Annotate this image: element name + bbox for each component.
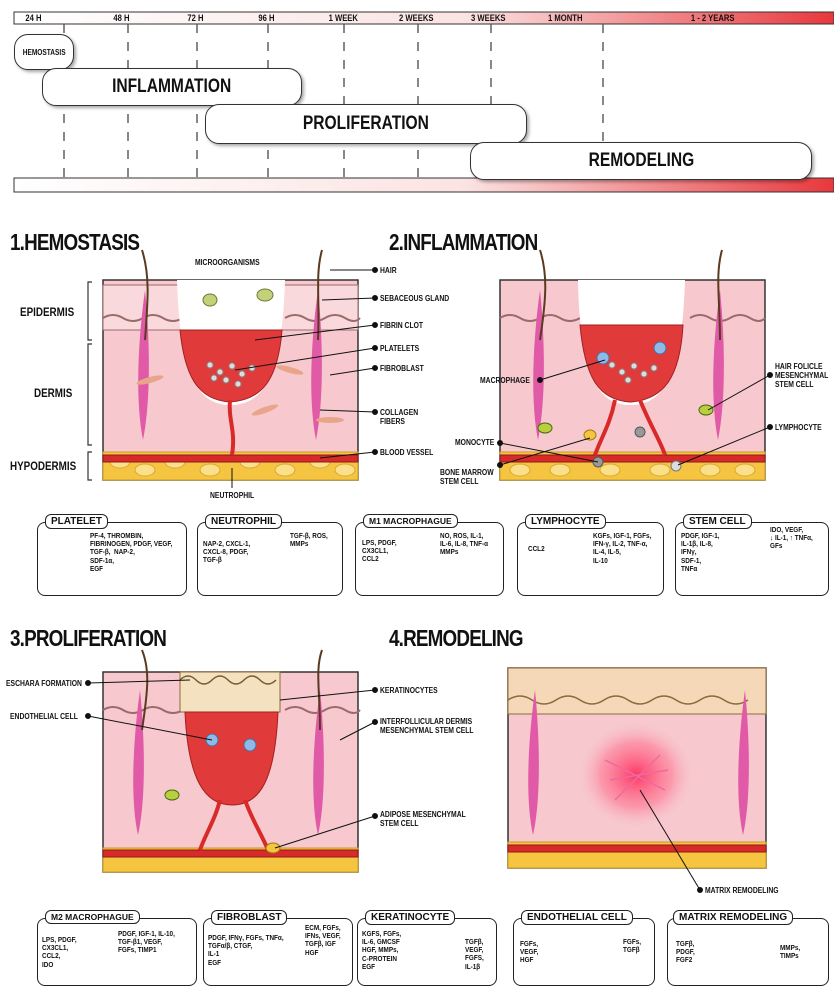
- card-matrix-remodeling-left: TGFβ, PDGF, FGF2: [676, 940, 695, 965]
- card-endothelial-cell-title: ENDOTHELIAL CELL: [521, 910, 633, 925]
- card-keratinocyte-title: KERATINOCYTE: [365, 910, 455, 925]
- label-hair-follicle-stem-cell: HAIR FOLICLE MESENCHYMAL STEM CELL: [775, 362, 828, 389]
- label-monocyte: MONOCYTE: [455, 438, 494, 447]
- inflammation-skin-block: [498, 250, 773, 480]
- card-neutrophil-title: NEUTROPHIL: [205, 514, 282, 529]
- label-hypodermis: HYPODERMIS: [10, 459, 76, 473]
- label-bone-marrow-stem-cell: BONE MARROW STEM CELL: [440, 468, 494, 486]
- card-platelet-right: PF-4, THROMBIN, FIBRINOGEN, PDGF, VEGF, …: [90, 532, 172, 573]
- card-endothelial-cell-left: FGFs, VEGF, HGF: [520, 940, 538, 965]
- label-interfollicular-stem-cell: INTERFOLLICULAR DERMIS MESENCHYMAL STEM …: [380, 717, 474, 735]
- remodeling-skin-block: [508, 668, 766, 893]
- label-dermis: DERMIS: [34, 386, 72, 400]
- card-lymphocyte-left: CCL2: [528, 545, 545, 553]
- card-m1-macrophage-right: NO, ROS, IL-1, IL-6, IL-8, TNF-α MMPs: [440, 532, 488, 557]
- card-lymphocyte-title: LYMPHOCYTE: [525, 514, 606, 529]
- label-fibrin-clot: FIBRIN CLOT: [380, 321, 423, 330]
- label-fibroblast: FIBROBLAST: [380, 364, 424, 373]
- card-stem-cell-right: IDO, VEGF, ↓ IL-1, ↑ TNFα, GFs: [770, 526, 813, 551]
- card-platelet-title: PLATELET: [45, 514, 108, 529]
- card-keratinocyte-left: KGFS, FGFs, IL-6, GMCSF HGF, MMPs, C-PRO…: [362, 930, 401, 971]
- label-lymphocyte: LYMPHOCYTE: [775, 423, 822, 432]
- card-stem-cell-left: PDGF, IGF-1, IL-1β, IL-8, IFNγ, SDF-1, T…: [681, 532, 719, 573]
- label-matrix-remodeling: MATRIX REMODELING: [705, 886, 779, 895]
- card-fibroblast-right: ECM, FGFs, IFNs, VEGF, TGFβ, IGF HGF: [305, 924, 341, 957]
- card-matrix-remodeling-right: MMPs, TIMPs: [780, 944, 800, 960]
- card-m1-macrophage-title: M1 MACROPHAGUE: [363, 514, 458, 528]
- label-eschara-formation: ESCHARA FORMATION: [6, 679, 82, 688]
- card-fibroblast-title: FIBROBLAST: [211, 910, 287, 925]
- label-hair: HAIR: [380, 266, 397, 275]
- label-platelets: PLATELETS: [380, 344, 419, 353]
- label-adipose-stem-cell: ADIPOSE MESENCHYMAL STEM CELL: [380, 810, 466, 828]
- hemostasis-skin-block: [88, 250, 378, 488]
- card-m2-macrophage-title: M2 MACROPHAGUE: [45, 910, 140, 924]
- card-m2-macrophage-right: PDGF, IGF-1, IL-10, TGF-β1, VEGF, FGFs, …: [118, 930, 175, 955]
- label-sebaceous-gland: SEBACEOUS GLAND: [380, 294, 449, 303]
- proliferation-skin-block: [86, 650, 378, 872]
- card-matrix-remodeling-title: MATRIX REMODELING: [673, 910, 793, 925]
- label-microorganisms: MICROORGANISMS: [195, 258, 260, 267]
- card-neutrophil-left: NAP-2, CXCL-1, CXCL-8, PDGF, TGF-β: [203, 540, 250, 565]
- card-neutrophil-right: TGF-β, ROS, MMPs: [290, 532, 328, 548]
- card-keratinocyte-right: TGFβ, VEGF, FGFS, IL-1β: [465, 938, 484, 971]
- label-macrophage: MACROPHAGE: [480, 376, 530, 385]
- label-collagen-fibers: COLLAGEN FIBERS: [380, 408, 418, 426]
- card-lymphocyte-right: KGFs, IGF-1, FGFs, IFN-γ, IL-2, TNF-α, I…: [593, 532, 651, 565]
- label-neutrophil: NEUTROPHIL: [210, 491, 254, 500]
- card-endothelial-cell-right: FGFs, TGFβ: [623, 938, 641, 954]
- card-fibroblast-left: PDGF, IFNγ, FGFs, TNFα, TGFα/β, CTGF, IL…: [208, 934, 284, 967]
- label-endothelial-cell: ENDOTHELIAL CELL: [10, 712, 78, 721]
- label-epidermis: EPIDERMIS: [20, 305, 74, 319]
- card-m1-macrophage-left: LPS, PDGF, CX3CL1, CCL2: [362, 539, 397, 564]
- label-blood-vessel: BLOOD VESSEL: [380, 448, 433, 457]
- label-keratinocytes: KERATINOCYTES: [380, 686, 438, 695]
- card-m2-macrophage-left: LPS, PDGF, CX3CL1, CCL2, IDO: [42, 936, 77, 969]
- card-stem-cell-title: STEM CELL: [683, 514, 752, 529]
